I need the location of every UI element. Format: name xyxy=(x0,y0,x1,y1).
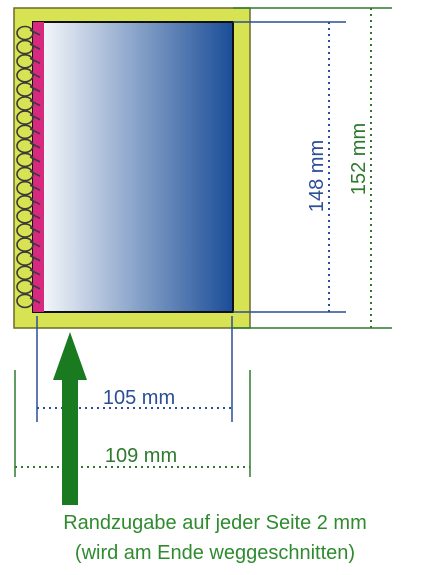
spiral-coil xyxy=(16,53,34,69)
spiral-coil xyxy=(16,251,34,266)
spiral-hook xyxy=(29,128,41,135)
spiral-hook xyxy=(29,99,41,107)
inner-height-label: 148 mm xyxy=(306,140,328,212)
spiral-coil xyxy=(16,152,34,168)
spiral-coil xyxy=(16,209,34,224)
spiral-hook xyxy=(29,57,41,65)
spiral-coil xyxy=(16,25,34,41)
spiral-hook xyxy=(29,156,41,163)
outer-width-dimension xyxy=(14,370,251,477)
spiral-coil xyxy=(16,138,34,154)
spiral-coil xyxy=(16,96,34,111)
spiral-hook xyxy=(29,212,41,220)
spiral-coil xyxy=(16,68,34,83)
binding-strip xyxy=(33,22,44,312)
spiral-hook xyxy=(29,254,41,262)
spiral-hook xyxy=(29,283,41,290)
spiral-hook xyxy=(29,29,41,36)
spiral-hook xyxy=(29,184,41,191)
spiral-coil xyxy=(16,195,34,210)
spiral-coil xyxy=(16,110,34,125)
inner-width-dimension xyxy=(36,316,233,422)
caption-line-2: (wird am Ende weggeschnitten) xyxy=(74,542,356,564)
spiral-coil xyxy=(16,180,34,196)
spiral-hook xyxy=(29,240,41,248)
spiral-coil xyxy=(16,293,34,309)
inner-width-label: 105 mm xyxy=(103,387,175,409)
spiral-hook xyxy=(29,170,41,177)
outer-height-label: 152 mm xyxy=(348,123,370,195)
page-area xyxy=(32,21,234,313)
spiral-coil xyxy=(16,237,34,252)
spiral-hook xyxy=(29,85,41,93)
inner-height-dimension xyxy=(233,21,346,313)
spiral-coil xyxy=(16,166,34,182)
spiral-hook xyxy=(29,198,41,206)
caption-line-1: Randzugabe auf jeder Seite 2 mm xyxy=(63,512,367,534)
spiral-binding-icon xyxy=(16,25,41,309)
spiral-coil xyxy=(16,279,34,295)
spiral-hook xyxy=(29,297,41,304)
spiral-hook xyxy=(29,269,41,276)
spiral-hook xyxy=(29,113,41,121)
spiral-hook xyxy=(29,43,41,50)
spiral-coil xyxy=(16,82,34,97)
spiral-coil xyxy=(16,223,34,238)
spiral-coil xyxy=(16,265,34,281)
outer-height-dimension xyxy=(233,7,392,329)
bleed-caption: Randzugabe auf jeder Seite 2 mm (wird am… xyxy=(0,508,430,568)
spiral-hook xyxy=(29,142,41,149)
spiral-coil xyxy=(16,39,34,55)
spiral-coil xyxy=(16,124,34,140)
spiral-hook xyxy=(29,71,41,79)
outer-width-label: 109 mm xyxy=(105,445,177,467)
spiral-hook xyxy=(29,226,41,234)
arrow-up-icon xyxy=(53,332,87,505)
